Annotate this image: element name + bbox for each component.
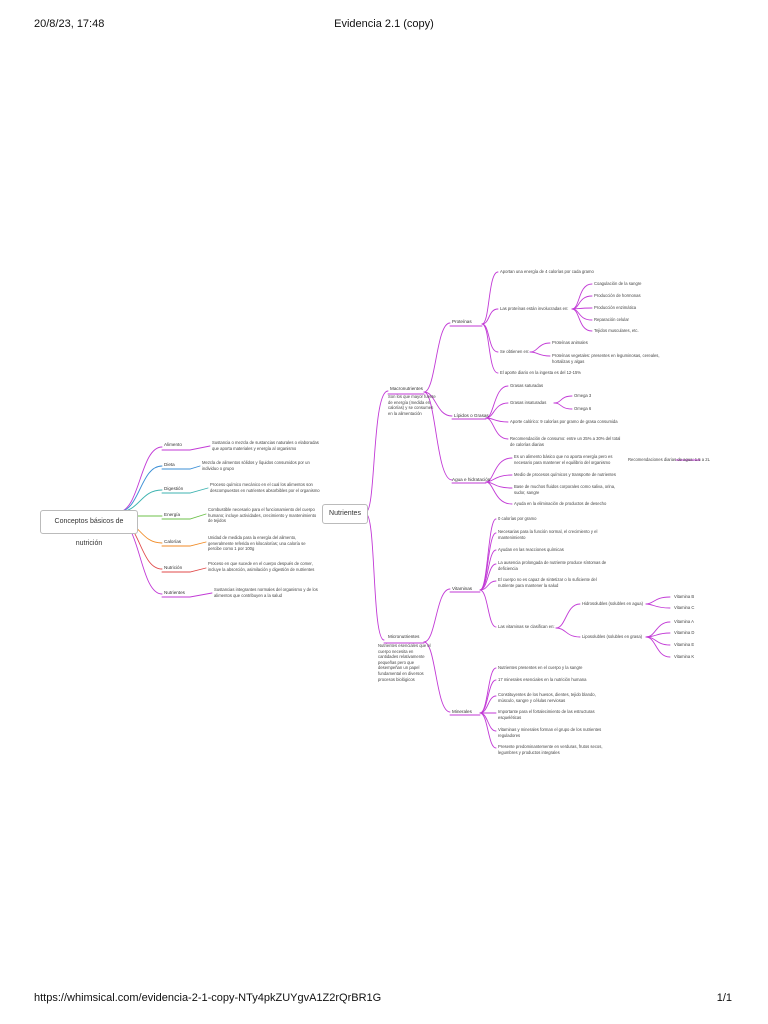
funcion-item: Tejidos musculares, etc. xyxy=(594,328,639,333)
connector-digestion xyxy=(117,489,163,513)
concept-desc-calorias: Unidad de medida para la energía del ali… xyxy=(208,535,306,552)
concept-desc-nutricion: Proceso en que sucede en el cuerpo despu… xyxy=(208,561,315,572)
agua-label[interactable]: Agua e hidratación xyxy=(452,477,491,482)
funcion-item: Producción enzimática xyxy=(594,305,637,310)
vitamina-tipo: Vitamina D xyxy=(674,630,695,635)
lipidos-label[interactable]: Lípidos o Grasas xyxy=(454,413,489,418)
obtener-item: Proteínas vegetales: presentes en legumi… xyxy=(552,353,660,364)
funcion-item: Producción de hormonas xyxy=(594,293,641,298)
agua-item: Es un alimento básico que no aporta ener… xyxy=(514,454,613,465)
concept-label-nutrientes[interactable]: Nutrientes xyxy=(164,590,185,595)
vitamina-tipo: Vitamina A xyxy=(674,619,694,624)
concept-desc-energia: Combustible necesario para el funcionami… xyxy=(208,507,317,524)
mineral-item: Nutrientes presentes en el cuerpo y la s… xyxy=(498,665,583,670)
mineral-item: Importante para el fortalecimiento de la… xyxy=(498,709,595,720)
proteinas-obtener-label: Se obtienen en: xyxy=(500,349,530,354)
vitaminas-label[interactable]: Vitaminas xyxy=(452,586,473,591)
proteinas-funciones-label: Las proteínas están involucradas en: xyxy=(500,306,569,311)
minerales-label[interactable]: Minerales xyxy=(452,709,472,714)
mineral-item: Presente predominantemente en verduras, … xyxy=(498,744,603,755)
lipidos-calorico: Aporte calórico: 9 calorías por gramo de… xyxy=(510,419,618,424)
concept-label-dieta[interactable]: Dieta xyxy=(164,462,175,467)
agua-item: Ayuda en la eliminación de productos de … xyxy=(514,501,607,506)
concept-desc-digestion: Proceso químico mecánico en el cual los … xyxy=(210,482,320,493)
concept-label-calorias[interactable]: Calorías xyxy=(164,539,182,544)
mineral-item: Vitaminas y minerales forman el grupo de… xyxy=(498,727,602,738)
concept-label-alimento[interactable]: Alimento xyxy=(164,442,182,447)
macronutrientes-desc: Son los que mayor fuente de energía (med… xyxy=(388,394,436,416)
vitamina-tipo: Vitamina B xyxy=(674,594,695,599)
agua-item: Medio de procesos químicos y transporte … xyxy=(514,472,616,477)
page-url: https://whimsical.com/evidencia-2-1-copy… xyxy=(34,992,382,1004)
omega-item: Omega 3 xyxy=(574,393,592,398)
mineral-item: 17 minerales esenciales en la nutrición … xyxy=(498,677,587,682)
vitamina-item: Necesarias para la función normal, el cr… xyxy=(498,529,598,540)
micronutrientes-label[interactable]: Micronutrientes xyxy=(388,634,420,639)
vitamina-tipo: Vitamina E xyxy=(674,642,695,647)
agua-item: Base de muchos fluidos corporales como s… xyxy=(514,484,616,495)
nutrientes-node[interactable]: Nutrientes xyxy=(322,504,368,524)
connector-alimento xyxy=(117,446,163,513)
funcion-item: Coagulación de la sangre xyxy=(594,281,642,286)
concept-label-nutricion[interactable]: Nutrición xyxy=(164,565,183,570)
connector-dieta xyxy=(117,465,163,513)
liposolubles-label: Liposolubles (solubles en grasa) xyxy=(582,634,643,639)
concept-desc-dieta: Mezcla de alimentos sólidos y líquidos c… xyxy=(202,460,310,471)
hidrosolubles-label: Hidrosolubles (solubles en agua) xyxy=(582,601,643,606)
print-datetime: 20/8/23, 17:48 xyxy=(34,18,105,30)
concept-label-digestion[interactable]: Digestión xyxy=(164,486,184,491)
vitamina-tipo: Vitamina K xyxy=(674,654,695,659)
vitamina-item: La ausencia prolongada de nutriente prod… xyxy=(498,560,607,571)
vitamina-tipo: Vitamina C xyxy=(674,605,695,610)
mineral-item: Constituyentes de los huesos, dientes, t… xyxy=(498,692,596,703)
omega-item: Omega 6 xyxy=(574,406,592,411)
document-title: Evidencia 2.1 (copy) xyxy=(334,18,434,30)
funcion-item: Reparación celular xyxy=(594,317,629,322)
lipidos-recomendacion: Recomendación de consumo: entre un 25% a… xyxy=(510,436,621,447)
proteinas-label[interactable]: Proteínas xyxy=(452,319,472,324)
vitaminas-clasif-label: Las vitaminas se clasifican en: xyxy=(498,624,555,629)
obtener-item: Proteínas animales xyxy=(552,340,588,345)
root-node[interactable]: Conceptos básicos de nutrición xyxy=(40,510,138,547)
proteinas-porcentaje: El aporte diario en la ingesta es del 12… xyxy=(500,370,582,375)
micronutrientes-desc: Nutrientes esenciales que el cuerpo nece… xyxy=(378,643,431,682)
vitamina-item: El cuerpo no es capaz de sintetizar o lo… xyxy=(498,577,597,588)
agua-recomendacion: Recomendaciones diarias de agua: 1.5 a 2… xyxy=(628,457,710,462)
concept-label-energia[interactable]: Energía xyxy=(164,512,181,517)
vitamina-item: 0 calorías por gramo xyxy=(498,516,537,521)
lipidos-saturadas: Grasas saturadas xyxy=(510,383,544,388)
vitamina-item: Ayudan en las reacciones químicas xyxy=(498,547,564,552)
lipidos-insaturadas-label: Grasas insaturadas xyxy=(510,400,547,405)
page-number: 1/1 xyxy=(716,992,732,1004)
proteinas-aporte: Aportan una energía de 4 calorías por ca… xyxy=(500,269,594,274)
concept-desc-alimento: Sustancia o mezcla de sustancias natural… xyxy=(212,440,319,451)
concept-desc-nutrientes: Sustancias integrantes normales del orga… xyxy=(214,587,318,598)
macronutrientes-label[interactable]: Macronutrientes xyxy=(390,386,423,391)
